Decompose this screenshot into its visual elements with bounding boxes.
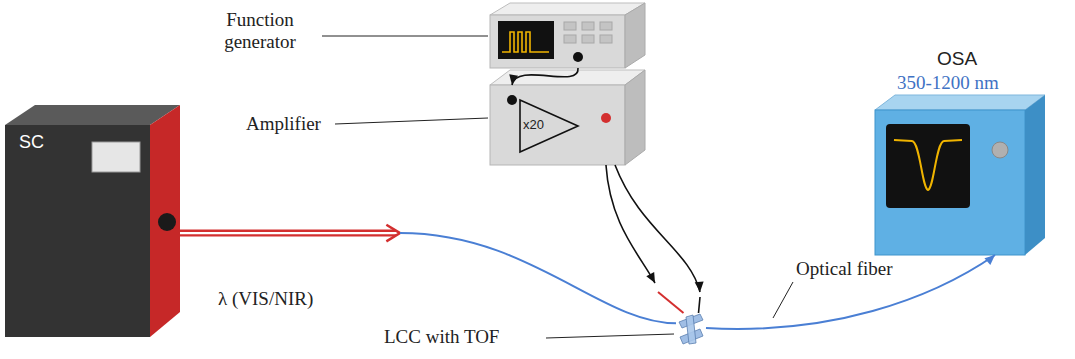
arrowhead [984, 255, 995, 265]
box-panel [150, 105, 180, 337]
connector-line [658, 292, 684, 313]
connector-line [699, 297, 701, 313]
connector [509, 68, 578, 85]
connector-line [615, 165, 700, 292]
arrowhead [509, 74, 518, 85]
arrowhead [386, 225, 400, 242]
box-top [5, 105, 180, 125]
connector-line [400, 233, 676, 323]
box-top [490, 3, 645, 15]
buttons [564, 22, 612, 43]
glass-plate [686, 315, 696, 344]
leader-line [335, 118, 488, 124]
function-generator-device [490, 3, 645, 68]
cell-outline [676, 313, 706, 345]
device-label: Function generator [200, 9, 320, 53]
box-front [5, 125, 150, 337]
screen [498, 21, 554, 59]
device-label: Amplifier [246, 113, 321, 135]
amplifier-symbol [520, 100, 578, 152]
part-label: Optical fiber [796, 258, 893, 280]
osa-device [875, 95, 1045, 255]
device-label: OSA [937, 48, 977, 70]
device-label: LCC with TOF [384, 326, 499, 348]
pulse-trace [502, 32, 549, 52]
arrowhead [695, 282, 704, 292]
device-node: LCC with TOF [676, 313, 706, 345]
box-top [875, 95, 1045, 110]
connector [606, 165, 684, 313]
connector-line [180, 232, 396, 234]
connector [615, 165, 704, 313]
connector [706, 255, 995, 329]
edge-label: λ (VIS/NIR) [218, 288, 313, 310]
input-jack [507, 95, 517, 105]
leader-line [546, 334, 674, 338]
box-front [490, 85, 625, 165]
leader-line [773, 282, 793, 318]
output-jack [601, 113, 611, 123]
box-front [875, 110, 1025, 255]
device-sublabel: x20 [523, 117, 544, 132]
box-front [490, 15, 625, 68]
device-node: Function generator [490, 15, 625, 68]
connector-line [606, 165, 655, 283]
leader-line [322, 36, 488, 37]
connector [180, 225, 676, 324]
device-node: Amplifierx20 [490, 85, 625, 165]
output-jack [573, 52, 583, 62]
sc-source [5, 105, 180, 337]
knob [992, 142, 1008, 158]
output-port [158, 213, 176, 231]
box-side [1025, 95, 1045, 255]
arrowhead [646, 272, 655, 283]
box-side [625, 70, 645, 165]
screen [886, 124, 970, 208]
device-node: OSA350-1200 nm [875, 110, 1025, 255]
device-node: SC [5, 105, 180, 337]
box-slot [92, 142, 140, 172]
connector-line [512, 68, 578, 85]
device-sublabel: 350-1200 nm [897, 72, 999, 94]
connector-line [706, 255, 995, 329]
amplifier-device [490, 70, 645, 165]
leader-lines [322, 36, 793, 338]
device-label: SC [19, 131, 44, 153]
connector-line [180, 230, 396, 237]
box-side [625, 3, 645, 68]
spectrum-trace [894, 140, 962, 190]
